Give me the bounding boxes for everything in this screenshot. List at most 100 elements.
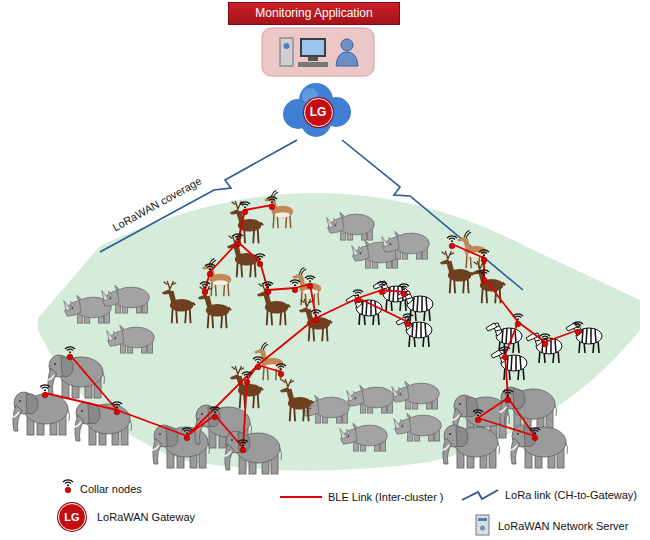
lora-link	[100, 140, 297, 252]
server-icon	[284, 43, 290, 49]
ble-link	[45, 393, 187, 436]
collar-node	[238, 440, 248, 453]
collar-node	[403, 314, 413, 327]
deer	[299, 299, 332, 341]
antelope	[292, 268, 321, 306]
collar-node	[276, 364, 286, 377]
collar-node	[182, 428, 192, 441]
coverage-area	[38, 193, 640, 471]
rhino	[392, 381, 440, 409]
zebra	[396, 317, 432, 347]
collar-node	[500, 347, 510, 360]
legend-server-sample	[476, 515, 489, 535]
collar-node	[240, 202, 250, 215]
collar-node	[255, 254, 265, 267]
rhino	[327, 212, 375, 240]
collar-node	[40, 385, 50, 398]
zebra	[566, 323, 602, 353]
legend-lora-sample	[462, 490, 498, 500]
collar-node	[513, 314, 523, 327]
rhino	[382, 231, 430, 259]
collar-node	[242, 372, 252, 385]
ble-link	[258, 318, 316, 372]
collar-node	[530, 428, 540, 441]
collar-node	[233, 234, 243, 247]
rhino	[340, 423, 388, 451]
elephant	[74, 402, 132, 445]
collar-node	[305, 276, 315, 289]
collar-node	[540, 334, 550, 347]
deer	[472, 261, 505, 303]
ble-link	[70, 355, 117, 410]
collar-node	[503, 390, 513, 403]
deer	[280, 379, 313, 421]
ble-link	[205, 210, 245, 290]
rhino	[107, 325, 155, 353]
collar-node	[353, 290, 363, 303]
collar-node	[479, 270, 489, 283]
legend-text: LoRa link (CH-to-Gateway)	[505, 489, 637, 501]
collar-node	[200, 282, 210, 295]
collar-node	[573, 322, 583, 335]
cloud	[283, 83, 351, 137]
collar-node	[267, 197, 277, 210]
node-text: LG	[64, 511, 79, 523]
collar-node	[473, 410, 483, 423]
collar-node	[479, 250, 489, 263]
monitor-icon	[300, 38, 326, 57]
user-icon	[336, 52, 358, 66]
collar-node	[377, 282, 387, 295]
ble-link	[518, 322, 578, 342]
server-icon	[280, 38, 293, 66]
legend-text: BLE Link (Inter-cluster )	[328, 491, 444, 503]
rhino	[102, 285, 150, 313]
node-text: LG	[310, 105, 327, 119]
ble-link	[358, 298, 408, 322]
legend-gateway-circle: LG	[58, 503, 86, 531]
monitor-stand	[308, 57, 318, 61]
legend-text: LoRaWAN Network Server	[498, 520, 628, 532]
collar-node	[65, 347, 75, 360]
monitor-screen	[302, 40, 324, 55]
elephant	[442, 425, 500, 468]
ble-link	[187, 365, 258, 448]
ble-link	[268, 284, 310, 290]
collar-node	[399, 284, 409, 297]
user-icon	[341, 39, 353, 51]
elephant	[152, 425, 210, 468]
collar-node	[253, 357, 263, 370]
collar-node	[447, 236, 457, 249]
antelope	[264, 191, 293, 229]
deer	[162, 281, 195, 323]
legend-ble-sample	[280, 496, 322, 498]
collar-node	[311, 310, 321, 323]
collar-node	[205, 264, 215, 277]
ble-link	[245, 205, 272, 210]
elephant	[224, 431, 282, 474]
antelope	[457, 231, 486, 269]
lora-link	[342, 140, 523, 290]
collar-node	[112, 402, 122, 415]
node-text: Monitoring Application	[255, 6, 372, 20]
station-panel	[262, 28, 374, 76]
deer	[440, 251, 473, 293]
legend-text: LoRaWAN Gateway	[97, 511, 195, 523]
collar-node	[263, 282, 273, 295]
ble-link	[478, 398, 535, 436]
legend-server-sample	[480, 526, 485, 531]
ble-links	[45, 205, 578, 448]
zebra	[491, 350, 527, 380]
collar-node	[290, 280, 300, 293]
keyboard-icon	[298, 62, 328, 67]
zebra	[346, 295, 382, 325]
legend-collar-sample	[63, 480, 73, 493]
collar-node	[210, 407, 220, 420]
rhino	[347, 385, 395, 413]
rhino	[394, 413, 442, 441]
legend-server-sample	[478, 518, 487, 521]
legend-text: Collar nodes	[80, 483, 142, 495]
ble-link	[452, 244, 518, 398]
application-bar: Monitoring Application	[228, 2, 400, 25]
